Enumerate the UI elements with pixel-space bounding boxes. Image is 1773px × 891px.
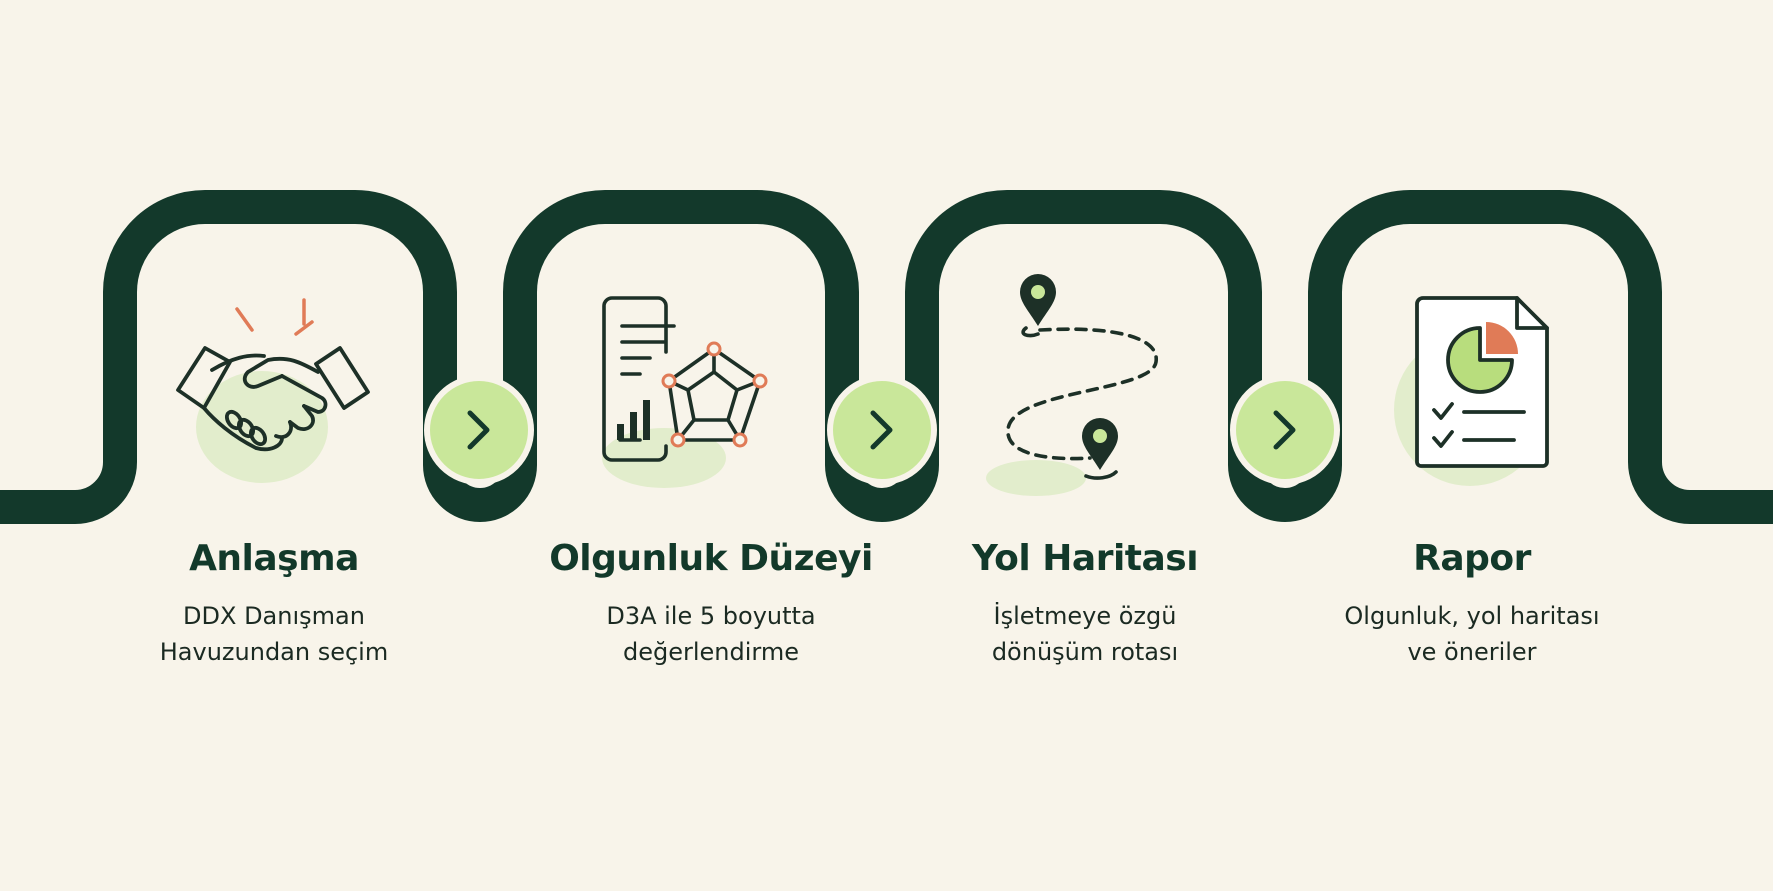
chevron-right-icon bbox=[467, 410, 490, 450]
process-path bbox=[0, 190, 1773, 524]
step-1-desc-line-1: DDX Danışman bbox=[183, 602, 365, 630]
document-radar-chart-icon bbox=[602, 296, 768, 488]
step-connector-3 bbox=[1230, 375, 1340, 485]
step-connector-1 bbox=[424, 375, 534, 485]
step-4-title: Rapor bbox=[1413, 538, 1531, 579]
handshake-icon bbox=[176, 298, 370, 483]
chevron-right-icon bbox=[870, 410, 893, 450]
step-3-desc-line-2: dönüşüm rotası bbox=[991, 638, 1179, 666]
step-3-description: İşletmeye özgü dönüşüm rotası bbox=[925, 598, 1245, 670]
chevron-right-icon bbox=[1273, 410, 1296, 450]
step-1-description: DDX Danışman Havuzundan seçim bbox=[114, 598, 434, 670]
step-3-title: Yol Haritası bbox=[971, 538, 1199, 579]
step-3-desc-line-1: İşletmeye özgü bbox=[993, 602, 1177, 630]
step-4-desc-line-2: ve öneriler bbox=[1407, 638, 1537, 666]
route-map-icon bbox=[986, 274, 1158, 496]
step-4-desc-line-1: Olgunluk, yol haritası bbox=[1344, 602, 1600, 630]
step-connector-2 bbox=[827, 375, 937, 485]
step-1-title: Anlaşma bbox=[189, 538, 359, 579]
step-2-desc-line-2: değerlendirme bbox=[622, 638, 799, 666]
step-2-description: D3A ile 5 boyutta değerlendirme bbox=[551, 598, 871, 670]
report-pie-chart-icon bbox=[1394, 296, 1549, 486]
step-1-desc-line-2: Havuzundan seçim bbox=[159, 638, 389, 666]
step-2-desc-line-1: D3A ile 5 boyutta bbox=[606, 602, 816, 630]
step-2-title: Olgunluk Düzeyi bbox=[549, 538, 873, 579]
step-4-description: Olgunluk, yol haritası ve öneriler bbox=[1312, 598, 1632, 670]
